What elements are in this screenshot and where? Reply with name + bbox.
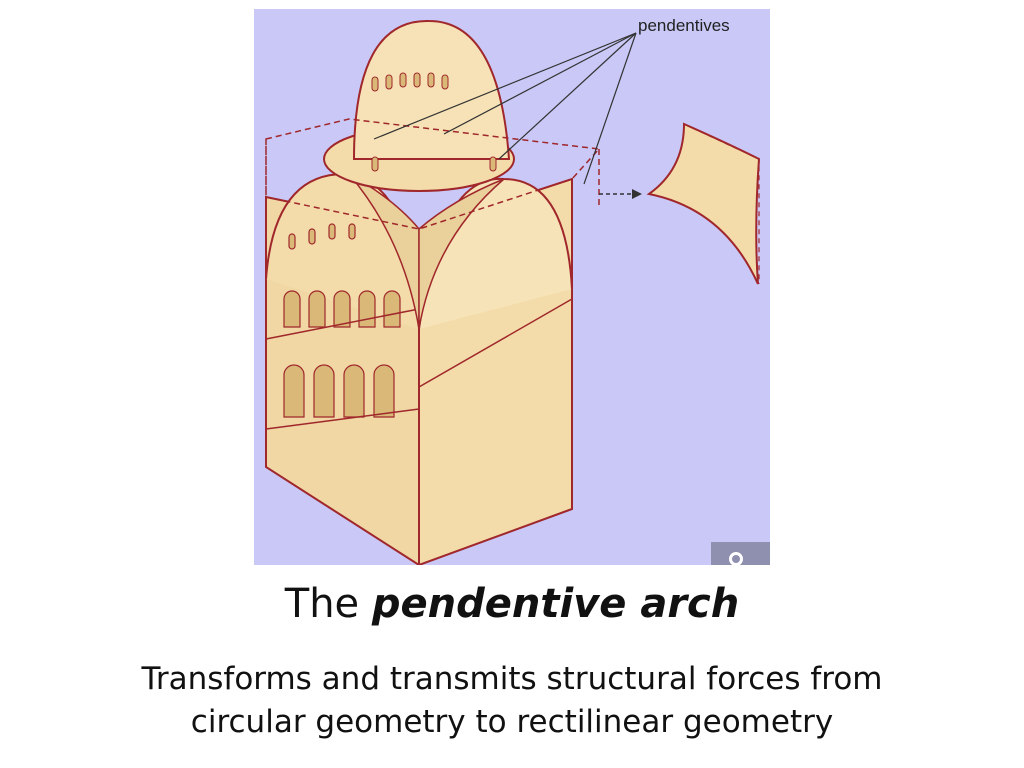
pendentive-diagram: pendentives	[254, 9, 770, 565]
callout-lines	[373, 32, 637, 185]
dashed-square	[265, 118, 601, 230]
title-emphasis: pendentive arch	[371, 581, 740, 627]
title-prefix: The	[284, 581, 360, 627]
magnifier-icon	[729, 552, 743, 565]
arrow	[599, 189, 642, 199]
arcade-windows	[283, 223, 401, 418]
slide-title: The pendentive arch	[0, 578, 1024, 630]
zoom-button[interactable]	[711, 542, 770, 565]
slide-subtitle: Transforms and transmits structural forc…	[0, 658, 1024, 744]
subtitle-line-2: circular geometry to rectilinear geometr…	[190, 704, 834, 740]
callout-label: pendentives	[638, 16, 730, 35]
subtitle-line-1: Transforms and transmits structural forc…	[141, 661, 883, 697]
building-illustration	[265, 19, 761, 565]
dome	[352, 19, 511, 160]
extracted-pendentive	[646, 122, 761, 285]
